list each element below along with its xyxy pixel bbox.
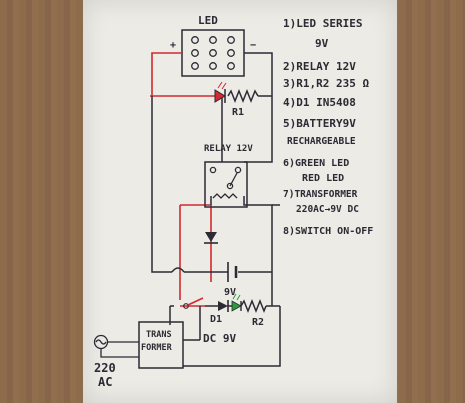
battery-symbol xyxy=(227,262,238,282)
legend-line: 3)R1,R2 235 Ω xyxy=(283,77,369,90)
black-wires xyxy=(151,52,281,367)
r1-label: R1 xyxy=(232,107,244,118)
plus-sign: + xyxy=(170,40,176,51)
r1-resistor xyxy=(227,88,259,104)
legend-line: 7)TRANSFORMER xyxy=(283,189,358,200)
legend-line: RECHARGEABLE xyxy=(287,136,356,147)
r2-label: R2 xyxy=(252,317,264,328)
legend-line: 220AC→9V DC xyxy=(296,204,359,215)
legend-line: 6)GREEN LED xyxy=(283,158,349,169)
transformer-box xyxy=(138,321,184,369)
relay-diode xyxy=(204,232,218,244)
paper-sheet xyxy=(83,0,397,403)
minus-sign: − xyxy=(250,40,256,51)
ac-voltage-label: 220 xyxy=(94,361,116,375)
ac-source xyxy=(93,334,139,358)
component-legend: 1)LED SERIES 9V 2)RELAY 12V 3)R1,R2 235 … xyxy=(283,17,373,237)
transformer-label-line1: TRANS xyxy=(146,330,172,340)
on-off-switch xyxy=(183,297,204,309)
d1-diode xyxy=(218,300,229,312)
legend-line: 2)RELAY 12V xyxy=(283,60,356,73)
legend-line: 9V xyxy=(315,37,329,50)
legend-line: RED LED xyxy=(302,173,344,184)
led-grid xyxy=(191,36,235,70)
legend-line: 8)SWITCH ON-OFF xyxy=(283,226,373,237)
d1-label: D1 xyxy=(210,314,222,325)
led-title: LED xyxy=(198,14,218,27)
relay-contacts xyxy=(209,166,242,199)
nine-v-label: 9V xyxy=(224,287,236,298)
dc-9v-label: DC 9V xyxy=(203,332,236,345)
red-led-indicator xyxy=(214,81,227,103)
legend-line: 5)BATTERY9V xyxy=(283,117,356,130)
relay-label: RELAY 12V xyxy=(204,144,253,154)
relay-box xyxy=(204,161,248,208)
ac-unit-label: AC xyxy=(98,375,112,389)
legend-line: 1)LED SERIES xyxy=(283,17,362,30)
led-array xyxy=(181,29,245,77)
legend-line: 4)D1 IN5408 xyxy=(283,96,356,109)
r2-resistor xyxy=(240,298,267,314)
transformer-label-line2: FORMER xyxy=(141,343,173,353)
